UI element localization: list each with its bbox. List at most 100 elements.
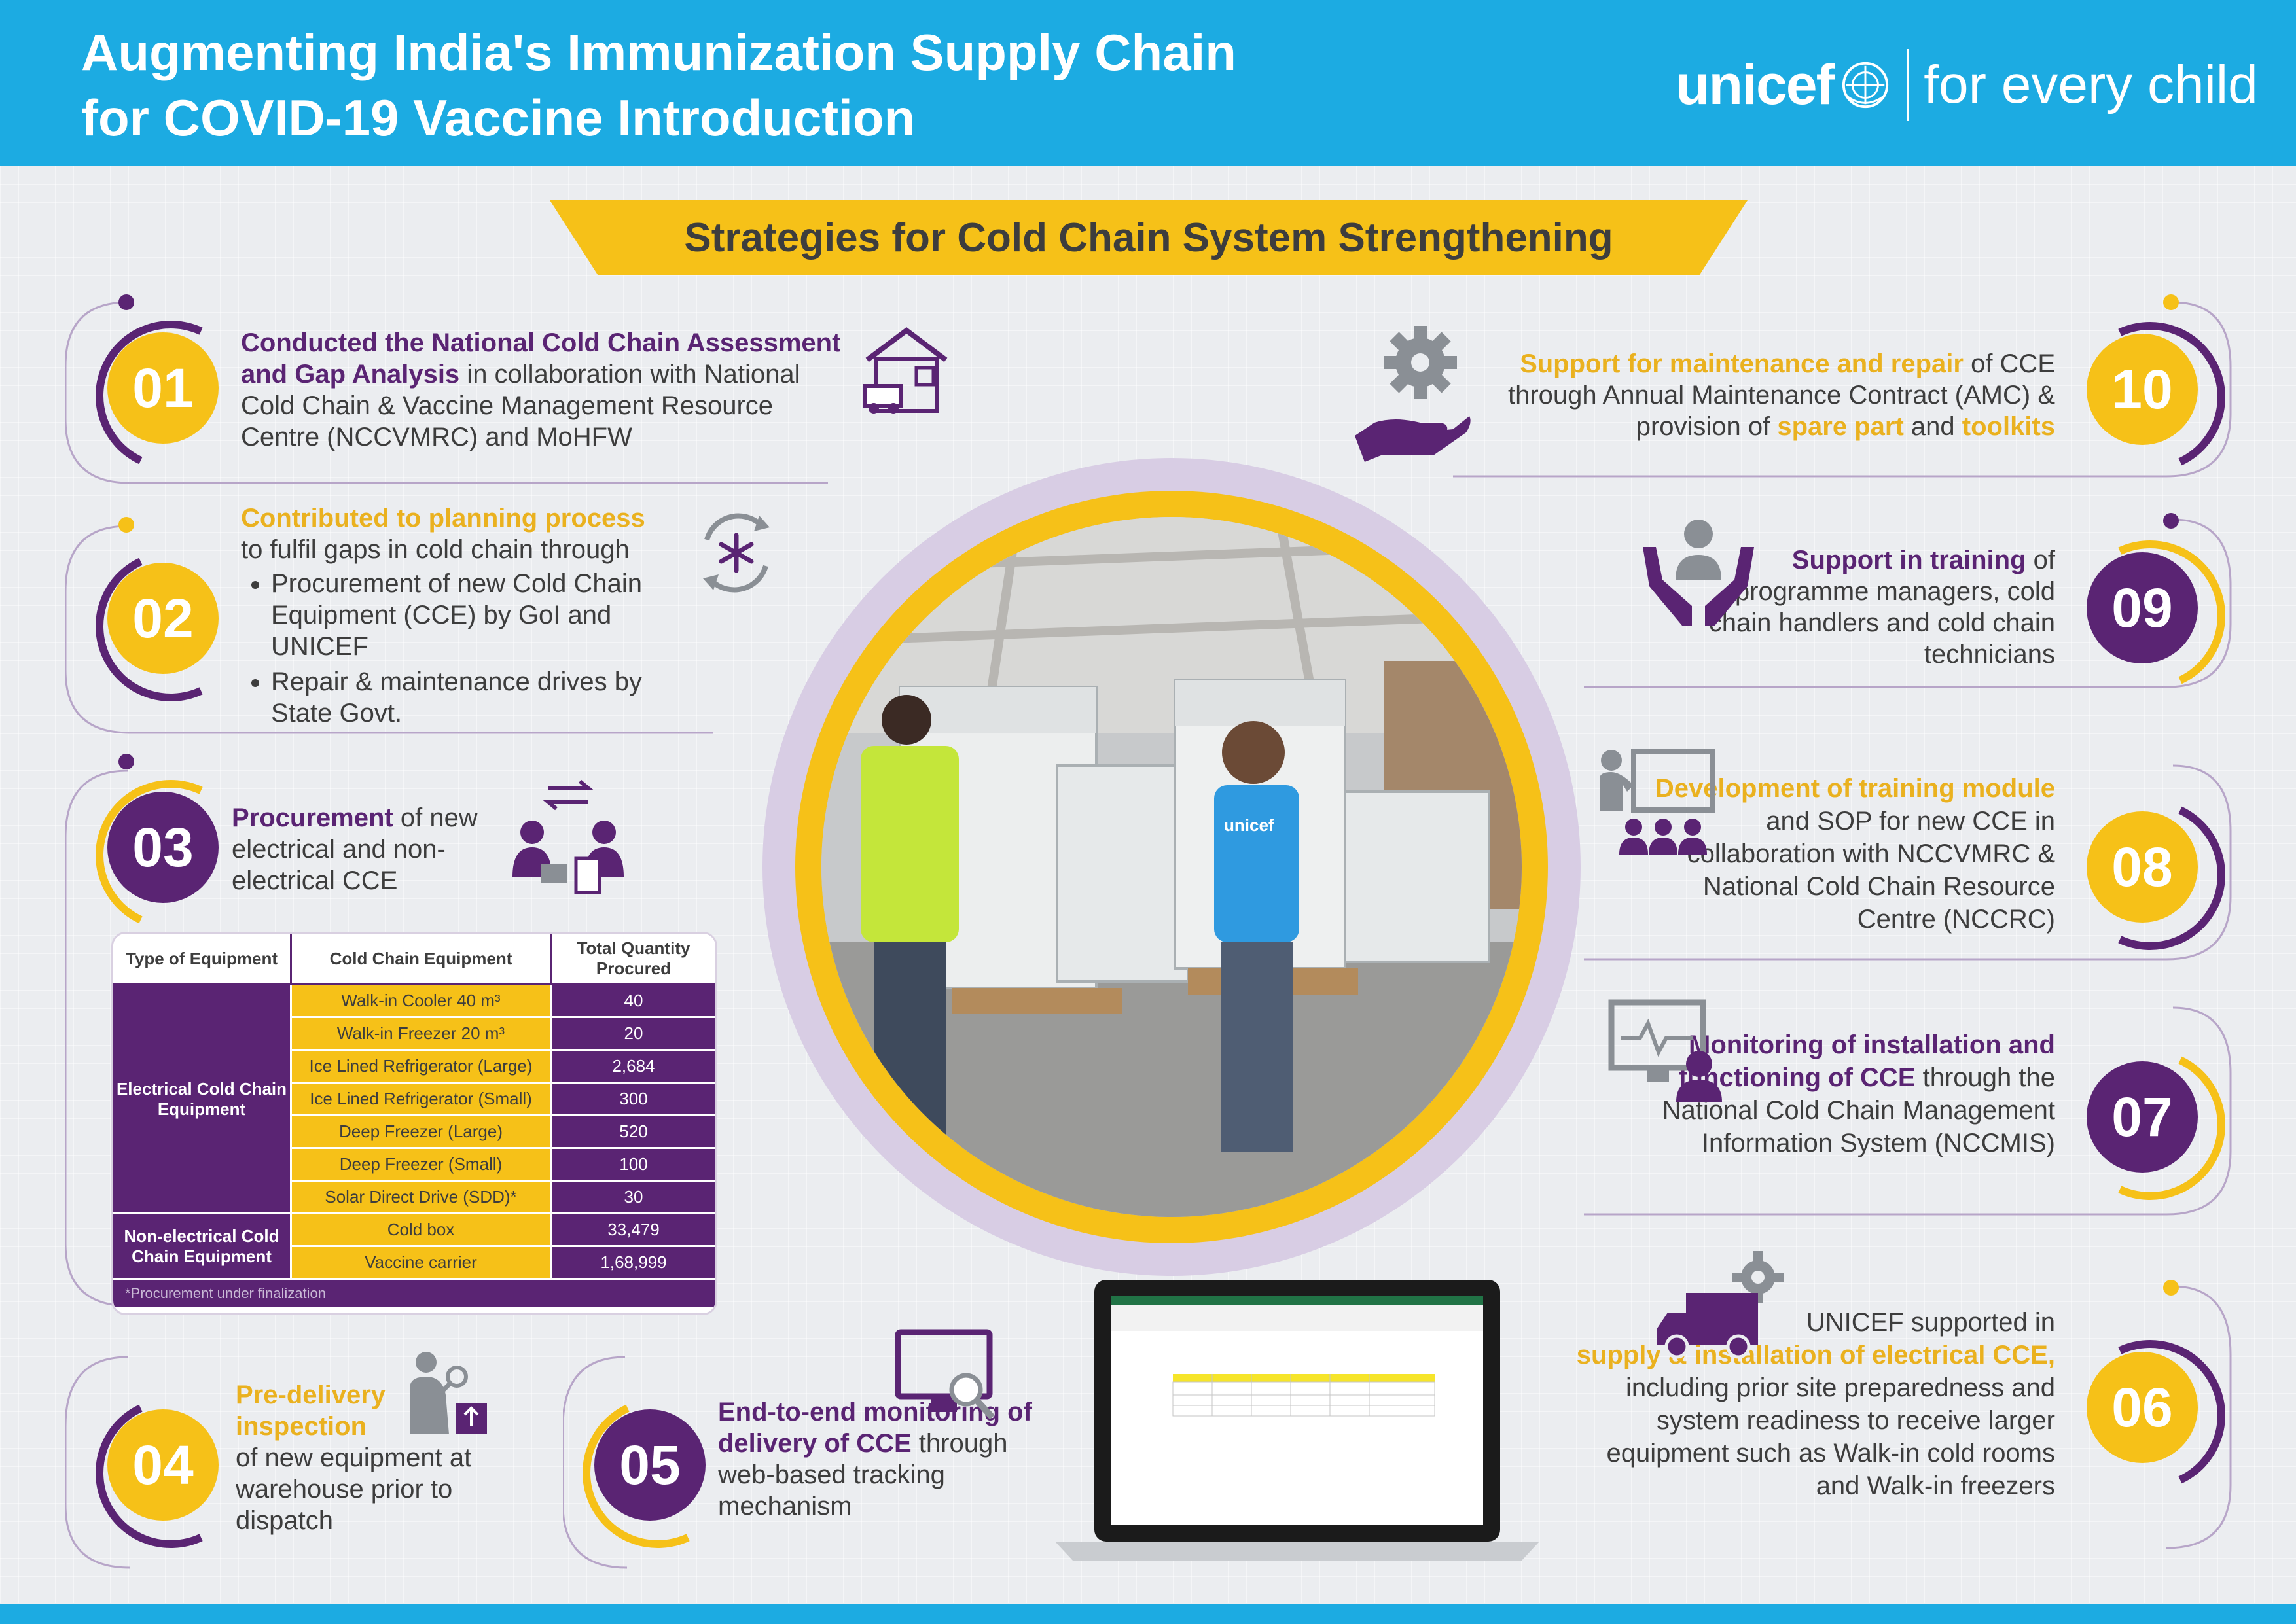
number-badge-07: 07 [2087,1061,2198,1173]
delivery-truck-gear-icon [1657,1251,1784,1359]
strategy-body-04: of new equipment at warehouse prior to d… [236,1443,472,1535]
number-badge-05: 05 [594,1409,706,1521]
strategy-text-03: Procurement of new electrical and non-el… [232,802,493,896]
unicef-emblem-icon [1842,62,1889,109]
strategy-card-02 [65,513,720,735]
bullet-item: Repair & maintenance drives by State Gov… [271,666,699,729]
strategy-heading-04: Pre-delivery inspection [236,1381,386,1441]
footer-bar [0,1604,2296,1624]
equipment-type-cell: Electrical Cold Chain Equipment [113,984,292,1214]
table-row: Ice Lined Refrigerator (Small) 300 [113,1082,715,1116]
hands-person-icon [1643,520,1754,626]
strategy-body-06: including prior site preparedness and sy… [1606,1373,2055,1500]
equipment-cell: Solar Direct Drive (SDD)* [291,1180,552,1214]
title-line-1: Augmenting India's Immunization Supply C… [81,24,1236,81]
title-line-2: for COVID-19 Vaccine Introduction [81,89,916,147]
snowflake-cycle-icon [703,513,770,593]
warehouse-photo: unicef [821,517,1522,1217]
quantity-cell: 2,684 [550,1050,715,1084]
table-row: Walk-in Freezer 20 m³ 20 [113,1017,715,1051]
strategy-card-06 [1584,1263,2232,1551]
table-row: Electrical Cold Chain Equipment Walk-in … [113,984,715,1214]
quantity-cell: 1,68,999 [550,1246,715,1280]
strategy-body-01: in collaboration with National Cold Chai… [241,360,800,451]
number-badge-10: 10 [2087,334,2198,445]
equipment-cell: Vaccine carrier [291,1246,552,1280]
strategy-card-01 [65,288,831,484]
quantity-cell: 520 [550,1115,715,1149]
strategy-card-08 [1584,759,2232,962]
quantity-cell: 30 [550,1180,715,1214]
strategy-text-10: Support for maintenance and repair of CC… [1466,348,2055,442]
procurement-exchange-icon [512,779,624,894]
card-dot [2163,513,2179,529]
strategy-body-09: of programme managers, cold chain handle… [1708,546,2055,669]
quantity-cell: 20 [550,1017,715,1051]
table-row: Ice Lined Refrigerator (Large) 2,684 [113,1050,715,1084]
card-dot [118,754,134,769]
highlight-toolkits: toolkits [1962,412,2055,441]
page-title: Augmenting India's Immunization Supply C… [81,20,1236,150]
strategy-body-08: and SOP for new CCE in collaboration wit… [1687,807,2055,934]
warehouse-truck-icon [863,327,948,414]
quantity-cell: 33,479 [550,1213,715,1247]
strategy-body-03: of new electrical and non-electrical CCE [232,803,478,895]
number-badge-01: 01 [107,332,219,444]
inspection-icon [410,1352,487,1434]
quantity-cell: 100 [550,1148,715,1182]
table-row: Deep Freezer (Large) 520 [113,1115,715,1149]
strategy-text-01: Conducted the National Cold Chain Assess… [241,327,856,453]
gear-hand-icon [1355,326,1471,462]
unicef-logo: unicef for every child [1676,46,2258,124]
bullet-item: Procurement of new Cold Chain Equipment … [271,568,699,662]
strategy-body-10b: and [1903,412,1962,441]
strategy-heading-08: Development of training module [1655,774,2055,803]
strategy-heading-01: Conducted the National Cold Chain Assess… [241,328,841,389]
strategy-intro-06: UNICEF supported in [1806,1308,2055,1337]
logo-wordmark: unicef [1676,53,1835,116]
strategy-heading-02: Contributed to planning process [241,504,645,533]
equipment-cell: Walk-in Freezer 20 m³ [291,1017,552,1051]
training-board-icon [1600,749,1715,855]
equipment-type-cell: Non-electrical Cold Chain Equipment [113,1213,292,1280]
column-header: Cold Chain Equipment [291,934,552,985]
strategy-heading-06: supply & installation of electrical CCE, [1576,1341,2055,1369]
strategy-text-06: UNICEF supported in supply & installation… [1558,1306,2055,1502]
shirt-logo-text: unicef [1224,815,1274,835]
table-row: Non-electrical Cold Chain Equipment Cold… [113,1213,715,1280]
table-footnote: *Procurement under finalization [113,1279,715,1307]
strategy-card-10 [1453,288,2232,478]
strategy-heading-09: Support in training [1791,546,2026,574]
strategy-text-05: End-to-end monitoring of delivery of CCE… [718,1396,1058,1522]
number-badge-02: 02 [107,563,219,674]
monitor-search-icon [895,1329,995,1420]
number-badge-06: 06 [2087,1352,2198,1463]
quantity-cell: 300 [550,1082,715,1116]
table-row: Deep Freezer (Small) 100 [113,1148,715,1182]
logo-tagline: for every child [1924,55,2258,115]
strategy-text-02: Contributed to planning process to fulfi… [241,503,699,729]
number-badge-03: 03 [107,792,219,903]
number-badge-08: 08 [2087,811,2198,923]
strategy-text-07: Monitoring of installation and functioni… [1636,1029,2055,1159]
equipment-table: Type of Equipment Cold Chain Equipment T… [111,932,717,1315]
equipment-cell: Ice Lined Refrigerator (Large) [291,1050,552,1084]
card-dot [118,294,134,310]
table-header-row: Type of Equipment Cold Chain Equipment T… [113,934,715,985]
header-bar: Augmenting India's Immunization Supply C… [0,0,2296,166]
quantity-cell: 40 [550,984,715,1018]
strategy-bullets-02: Procurement of new Cold Chain Equipment … [241,568,699,729]
number-badge-09: 09 [2087,552,2198,663]
equipment-cell: Deep Freezer (Large) [291,1115,552,1149]
strategy-body-02: to fulfil gaps in cold chain through [241,535,630,564]
strategy-card-07 [1584,1001,2232,1217]
warehouse-scene: unicef [821,517,1522,1217]
strategy-heading-10: Support for maintenance and repair [1520,349,1964,378]
strategy-card-03 [65,759,720,1309]
strategy-text-09: Support in training of programme manager… [1702,544,2055,670]
table-row: Solar Direct Drive (SDD)* 30 [113,1180,715,1214]
section-ribbon: Strategies for Cold Chain System Strengt… [550,200,1748,275]
monitoring-screen-icon [1608,999,1722,1102]
equipment-cell: Cold box [291,1213,552,1247]
strategy-card-09 [1584,513,2232,690]
